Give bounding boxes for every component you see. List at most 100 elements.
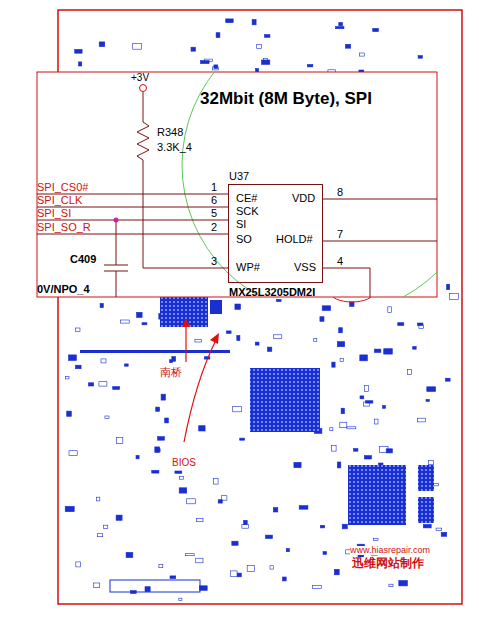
smd-part: [398, 323, 404, 326]
smd-part: [120, 320, 129, 323]
smd-part: [113, 387, 120, 390]
smd-part: [136, 455, 139, 458]
smd-part: [69, 451, 77, 456]
smd-part: [441, 532, 447, 536]
smd-part: [264, 59, 268, 62]
smd-part: [374, 349, 381, 352]
smd-part: [142, 323, 147, 325]
pin-number: 1: [211, 182, 217, 193]
memory-chip: [418, 497, 434, 523]
pin-name: HOLD#: [276, 234, 313, 245]
smd-part: [423, 524, 431, 528]
arrow-head: [210, 333, 219, 344]
memory-chip: [418, 465, 434, 491]
pin-name: VDD: [292, 193, 315, 204]
part-value: 3.3K_4: [157, 142, 192, 153]
pin-name: SCK: [236, 206, 259, 217]
smd-part: [342, 524, 347, 529]
smd-part: [320, 317, 324, 322]
diagram-title: 32Mbit (8M Byte), SPI: [200, 90, 372, 107]
smd-part: [265, 35, 270, 38]
smd-part: [286, 549, 289, 552]
pointer-arrow: [184, 340, 216, 442]
smd-part: [427, 387, 436, 392]
smd-part: [99, 42, 105, 47]
smd-part: [417, 323, 423, 326]
smd-part: [384, 349, 393, 354]
smd-part: [337, 462, 341, 468]
smd-part: [195, 340, 201, 343]
smd-part: [337, 342, 344, 347]
smd-part: [155, 447, 160, 453]
smd-part: [227, 331, 232, 334]
smd-part: [408, 370, 412, 375]
smd-part: [231, 571, 238, 576]
smd-part: [137, 312, 143, 317]
smd-part: [133, 43, 142, 49]
smd-part: [79, 62, 82, 66]
smd-part: [101, 359, 106, 363]
smd-part: [359, 53, 364, 56]
smd-part: [252, 20, 256, 25]
smd-part: [332, 362, 335, 367]
smd-part: [244, 520, 248, 524]
callout-label: BIOS: [172, 458, 196, 468]
smd-part: [65, 377, 69, 379]
smd-part: [237, 336, 240, 341]
smd-part: [179, 488, 187, 493]
smd-part: [255, 342, 259, 345]
pin-number: 5: [211, 208, 217, 219]
smd-part: [93, 583, 99, 588]
part-value: 0V/NPO_4: [37, 284, 90, 295]
smd-part: [363, 402, 369, 406]
smd-part: [341, 408, 344, 414]
smd-part: [191, 47, 196, 51]
smd-part: [447, 284, 450, 289]
smd-part: [159, 565, 163, 568]
smd-part: [354, 449, 358, 452]
smd-part: [270, 566, 274, 569]
smd-part: [175, 471, 182, 473]
smd-part: [65, 506, 74, 511]
smd-part: [417, 418, 425, 422]
smd-part: [126, 552, 133, 557]
smd-part: [274, 335, 282, 339]
watermark: www.hiasrepair.com: [350, 546, 430, 555]
arrow-head: [182, 318, 190, 327]
smd-part: [216, 33, 220, 38]
smd-part: [399, 581, 408, 586]
signal-name: SPI_CS0#: [37, 182, 88, 193]
smd-part: [436, 528, 442, 530]
junction-dot: [114, 218, 119, 223]
smd-part: [197, 519, 203, 522]
smd-part: [320, 525, 324, 528]
smd-part: [214, 479, 219, 485]
smd-part: [237, 573, 241, 577]
smd-part: [105, 416, 109, 418]
cpu-chip: [250, 368, 320, 432]
watermark: 迅维网站制作: [352, 557, 424, 569]
smd-part: [360, 396, 364, 399]
smd-part: [116, 515, 122, 520]
smd-part: [312, 586, 321, 589]
pin-name: SO: [236, 234, 252, 245]
smd-part: [323, 552, 327, 555]
smd-part: [242, 524, 249, 528]
smd-part: [276, 299, 281, 301]
pin-name: WP#: [236, 262, 260, 273]
smd-part: [161, 394, 165, 400]
smd-part: [322, 306, 330, 311]
smd-part: [196, 558, 203, 563]
smd-part: [346, 44, 351, 48]
smd-part: [418, 56, 422, 59]
smd-part: [314, 338, 317, 341]
smd-part: [339, 23, 343, 26]
smd-part: [170, 576, 176, 579]
smd-part: [170, 360, 173, 363]
smd-part: [426, 399, 429, 401]
smd-part: [266, 535, 273, 538]
smd-part: [294, 462, 301, 467]
smd-part: [186, 554, 195, 556]
part-number: MX25L3205DM2I: [229, 287, 315, 298]
